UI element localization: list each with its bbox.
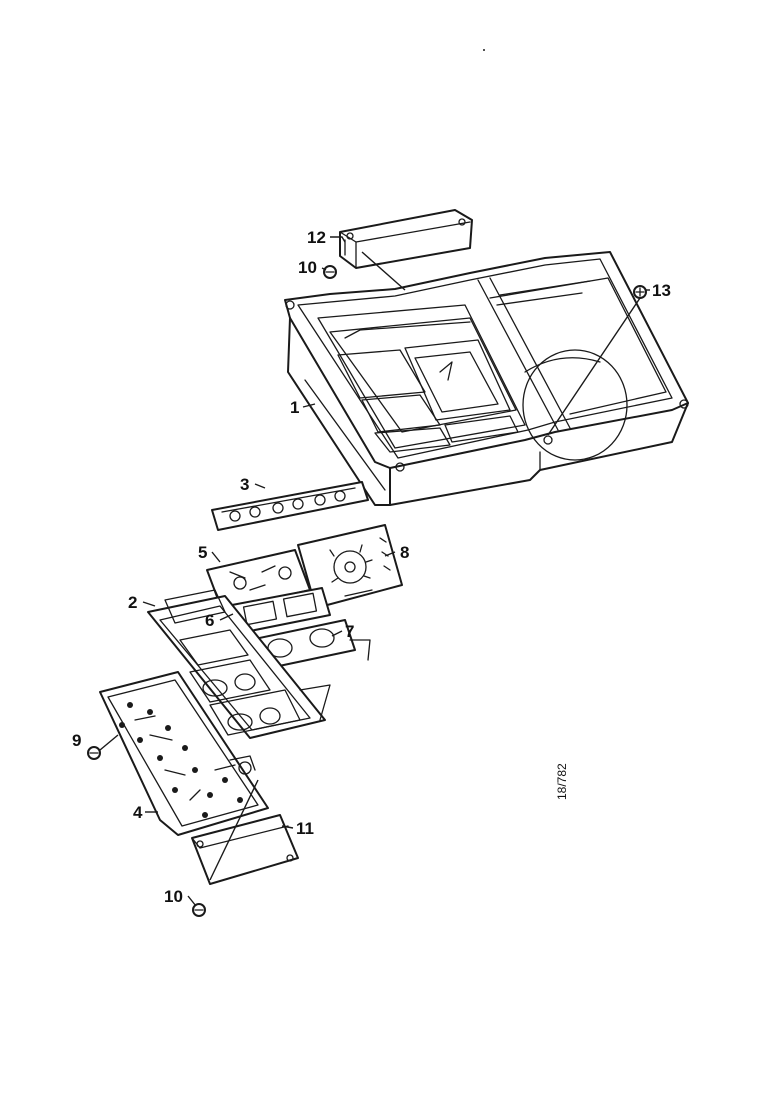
part-8-dial-panel (297, 524, 403, 609)
callout-9: 9 (72, 731, 81, 750)
callout-10-bottom: 10 (164, 887, 183, 906)
callout-6: 6 (205, 611, 214, 630)
callout-13: 13 (652, 281, 671, 300)
callout-2: 2 (128, 593, 137, 612)
drawing-reference: 18/782 (555, 763, 569, 800)
part-11-bottom-cover (191, 779, 299, 885)
callout-3: 3 (240, 475, 249, 494)
part-1-housing (284, 251, 689, 506)
part-2-frame (147, 589, 331, 739)
part-4-circuit-board (99, 671, 269, 836)
callout-labels: 12 10 13 1 3 5 8 2 6 7 9 4 11 10 (72, 228, 671, 906)
callout-5: 5 (198, 543, 207, 562)
part-13-screw (547, 285, 647, 436)
callout-12: 12 (307, 228, 326, 247)
callout-7: 7 (345, 622, 354, 641)
callout-10-top: 10 (298, 258, 317, 277)
part-10-screw-top (323, 265, 337, 279)
stray-mark (483, 49, 485, 51)
part-3-strip (211, 481, 369, 531)
part-10-screw-bottom (192, 903, 206, 917)
callout-4: 4 (133, 803, 143, 822)
part-9-screw (87, 734, 119, 760)
callout-leaders (142, 236, 650, 907)
callout-1: 1 (290, 398, 299, 417)
part-12-cover (339, 209, 473, 291)
callout-11: 11 (296, 819, 314, 838)
callout-8: 8 (400, 543, 409, 562)
